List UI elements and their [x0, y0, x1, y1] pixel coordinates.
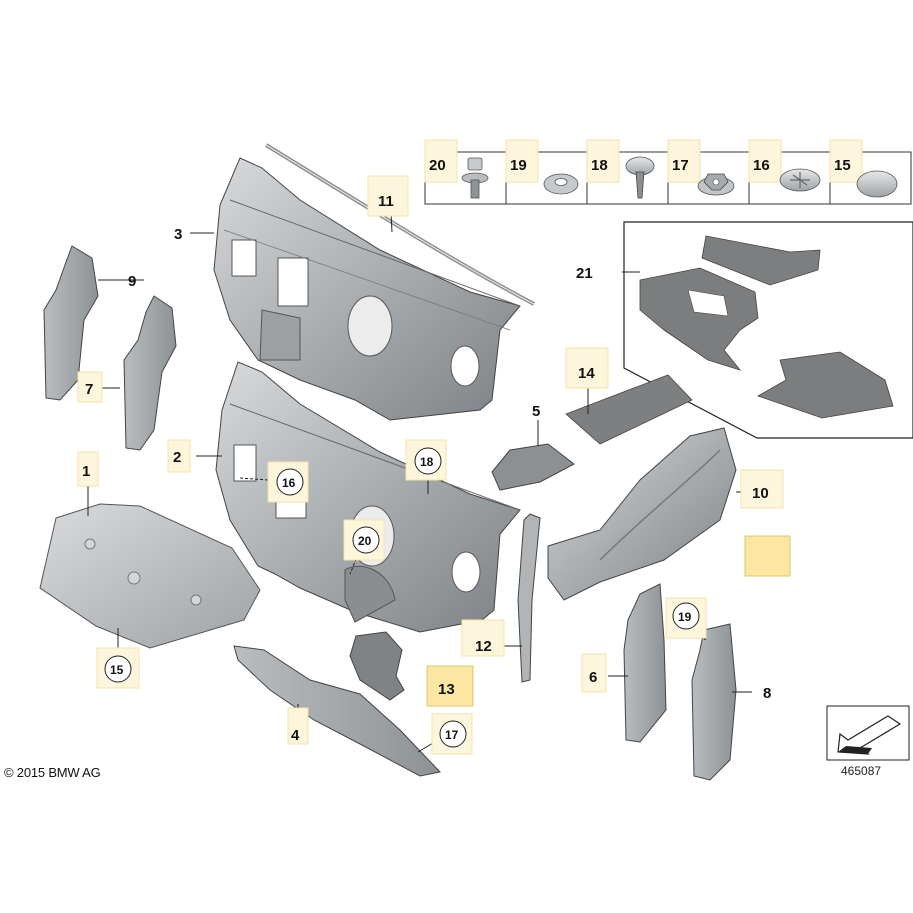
part-10-wheelhouse-panel: [547, 427, 737, 601]
fastener-strip: 20 19 18 17 16 15: [424, 139, 912, 205]
callout-21: 21: [576, 265, 593, 282]
strip-label-19: 19: [510, 157, 527, 174]
part-6-pillar-bracket: [623, 583, 667, 743]
callout-16: 16: [282, 476, 296, 490]
callout-labels: 1 2 3 4 5 6 7 8 9 10 11 12 13 14 21: [77, 175, 784, 745]
part-3-bulkhead-upper: [213, 157, 521, 421]
strip-label-15: 15: [834, 157, 851, 174]
part-12-reinforcement: [517, 513, 541, 683]
highlight-box-13: [426, 665, 474, 707]
callout-2: 2: [173, 449, 181, 466]
strip-label-17: 17: [672, 157, 689, 174]
callout-6: 6: [589, 669, 597, 686]
callout-9: 9: [128, 273, 136, 290]
callout-13: 13: [438, 681, 455, 698]
callout-4: 4: [291, 727, 300, 744]
figure-number: 465087: [841, 764, 882, 778]
part-14-sound-pad: [565, 374, 693, 445]
callout-17: 17: [445, 728, 459, 742]
part-8-pillar-bracket: [691, 623, 737, 781]
flange-nut-icon: [697, 173, 735, 196]
part-21-felt-kit: [623, 221, 913, 439]
callout-10: 10: [752, 485, 769, 502]
push-clip-icon: [779, 168, 821, 192]
orientation-arrow-icon: [826, 705, 910, 761]
callout-14: 14: [578, 365, 595, 382]
callout-5: 5: [532, 403, 540, 420]
part-13-insulation: [349, 631, 405, 701]
part-5-cover: [491, 443, 575, 491]
callout-20: 20: [358, 534, 372, 548]
strip-label-16: 16: [753, 157, 770, 174]
callout-12: 12: [475, 638, 492, 655]
callout-18: 18: [420, 455, 434, 469]
callout-1: 1: [82, 463, 90, 480]
callout-7: 7: [85, 381, 93, 398]
part-4-lower-rail: [233, 645, 441, 777]
expanding-rivet-icon: [625, 156, 655, 199]
copyright-notice: © 2015 BMW AG: [4, 765, 101, 780]
strip-label-20: 20: [429, 157, 446, 174]
callout-8: 8: [763, 685, 771, 702]
round-cap-icon: [856, 170, 898, 198]
strip-label-18: 18: [591, 157, 608, 174]
highlight-box-empty: [744, 535, 791, 577]
bolt-washer-icon: [461, 157, 489, 199]
circled-callouts: 15 16 17 18 19 20: [96, 439, 707, 755]
part-1-floor-plate: [39, 503, 261, 649]
callout-19: 19: [678, 610, 692, 624]
callout-15: 15: [110, 663, 124, 677]
part-7-side-bracket: [123, 295, 177, 451]
spring-washer-icon: [543, 173, 579, 195]
callout-11: 11: [378, 193, 394, 210]
callout-3: 3: [174, 226, 182, 243]
part-9-side-bracket: [43, 245, 99, 401]
